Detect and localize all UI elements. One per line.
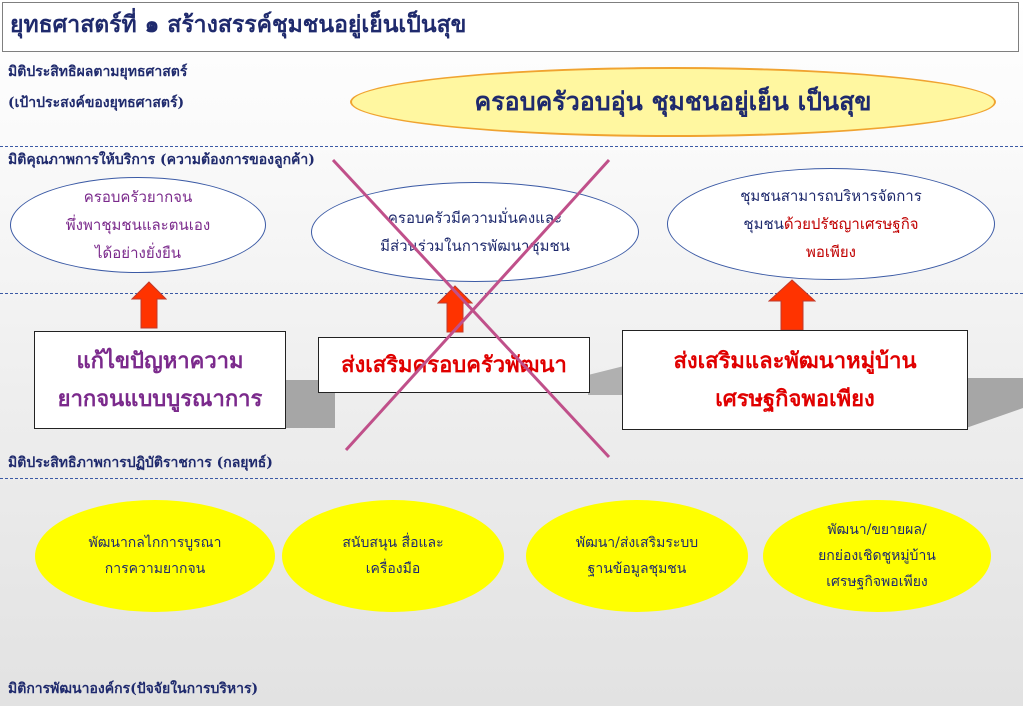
service-ellipse-poor-families: ครอบครัวยากจน พึ่งพาชุมชนและตนเอง ได้อย่… xyxy=(10,177,266,273)
tactic-text-line: การความยากจน xyxy=(104,561,206,577)
box-text-line: แก้ไขปัญหาความ xyxy=(76,348,244,374)
effectiveness-dimension-sublabel: (เป้าประสงค์ของยุทธศาสตร์) xyxy=(8,95,185,111)
service-text-line: ครอบครัวมีความมั่นคงและ xyxy=(387,209,563,227)
goal-ellipse: ครอบครัวอบอุ่น ชุมชนอยู่เย็น เป็นสุข xyxy=(350,67,996,137)
divider-line xyxy=(0,478,1023,479)
service-text-line: ชุมชนด้วยปรัชญาเศรษฐกิจ xyxy=(743,210,918,238)
box-shadow xyxy=(966,378,1023,428)
strategy-box-poverty: แก้ไขปัญหาความ ยากจนแบบบูรณาการ xyxy=(34,331,286,429)
service-text-line: มีส่วนร่วมในการพัฒนาชุมชน xyxy=(380,237,570,255)
up-arrow-icon xyxy=(768,279,816,331)
service-ellipse-stable-families: ครอบครัวมีความมั่นคงและ มีส่วนร่วมในการพ… xyxy=(311,182,639,282)
service-text-line: ชุมชนสามารถบริหารจัดการ xyxy=(740,187,922,205)
box-text-line: ส่งเสริมและพัฒนาหมู่บ้าน xyxy=(673,348,917,374)
box-text-line: ยากจนแบบบูรณาการ xyxy=(57,386,263,412)
service-text-line: พอเพียง xyxy=(805,243,857,261)
goal-text: ครอบครัวอบอุ่น ชุมชนอยู่เย็น เป็นสุข xyxy=(474,87,872,116)
effectiveness-dimension-label: มิติประสิทธิผลตามยุทธศาสตร์ xyxy=(8,64,188,80)
strategy-box-village: ส่งเสริมและพัฒนาหมู่บ้าน เศรษฐกิจพอเพียง xyxy=(622,330,968,430)
efficiency-dimension-label: มิติประสิทธิภาพการปฏิบัติราชการ (กลยุทธ์… xyxy=(8,455,273,471)
service-ellipse-community-management: ชุมชนสามารถบริหารจัดการ ชุมชนด้วยปรัชญาเ… xyxy=(667,168,995,280)
tactic-text-line: สนับสนุน สื่อและ xyxy=(342,535,444,551)
service-text-line: พึ่งพาชุมชนและตนเอง xyxy=(65,216,211,234)
tactic-text-line: พัฒนา/ขยายผล/ xyxy=(827,522,927,538)
box-text-line: ส่งเสริมครอบครัวพัฒนา xyxy=(341,352,567,378)
service-text-segment-highlight: ด้วยปรัชญาเศรษฐกิจ xyxy=(783,215,919,233)
page-title: ยุทธศาสตร์ที่ ๑ สร้างสรรค์ชุมชนอยู่เย็นเ… xyxy=(10,11,467,38)
service-text-line: ครอบครัวยากจน xyxy=(83,188,193,206)
tactic-text-line: พัฒนา/ส่งเสริมระบบ xyxy=(575,535,699,551)
tactic-text-line: เครื่องมือ xyxy=(365,561,421,577)
tactic-text-line: ยกย่องเชิดชูหมู่บ้าน xyxy=(818,548,936,564)
box-text-line: เศรษฐกิจพอเพียง xyxy=(715,386,875,412)
tactic-ellipse-village-honor: พัฒนา/ขยายผล/ ยกย่องเชิดชูหมู่บ้าน เศรษฐ… xyxy=(763,500,991,612)
divider-line xyxy=(0,146,1023,147)
tactic-text-line: ฐานข้อมูลชุมชน xyxy=(587,561,687,577)
tactic-ellipse-media: สนับสนุน สื่อและ เครื่องมือ xyxy=(282,500,504,612)
quality-dimension-label: มิติคุณภาพการให้บริการ (ความต้องการของลู… xyxy=(8,152,315,168)
service-text-segment: ชุมชน xyxy=(743,215,784,233)
tactic-text-line: พัฒนากลไกการบูรณา xyxy=(88,535,222,551)
development-dimension-label: มิติการพัฒนาองค์กร(ปัจจัยในการบริหาร) xyxy=(8,681,259,697)
strategy-box-family: ส่งเสริมครอบครัวพัฒนา xyxy=(318,337,590,393)
tactic-ellipse-integration: พัฒนากลไกการบูรณา การความยากจน xyxy=(35,500,275,612)
up-arrow-icon xyxy=(437,285,473,333)
title-bar xyxy=(2,2,1019,52)
up-arrow-icon xyxy=(131,281,167,329)
tactic-ellipse-database: พัฒนา/ส่งเสริมระบบ ฐานข้อมูลชุมชน xyxy=(526,500,748,612)
service-text-line: ได้อย่างยั่งยืน xyxy=(95,244,181,262)
tactic-text-line: เศรษฐกิจพอเพียง xyxy=(826,574,928,590)
